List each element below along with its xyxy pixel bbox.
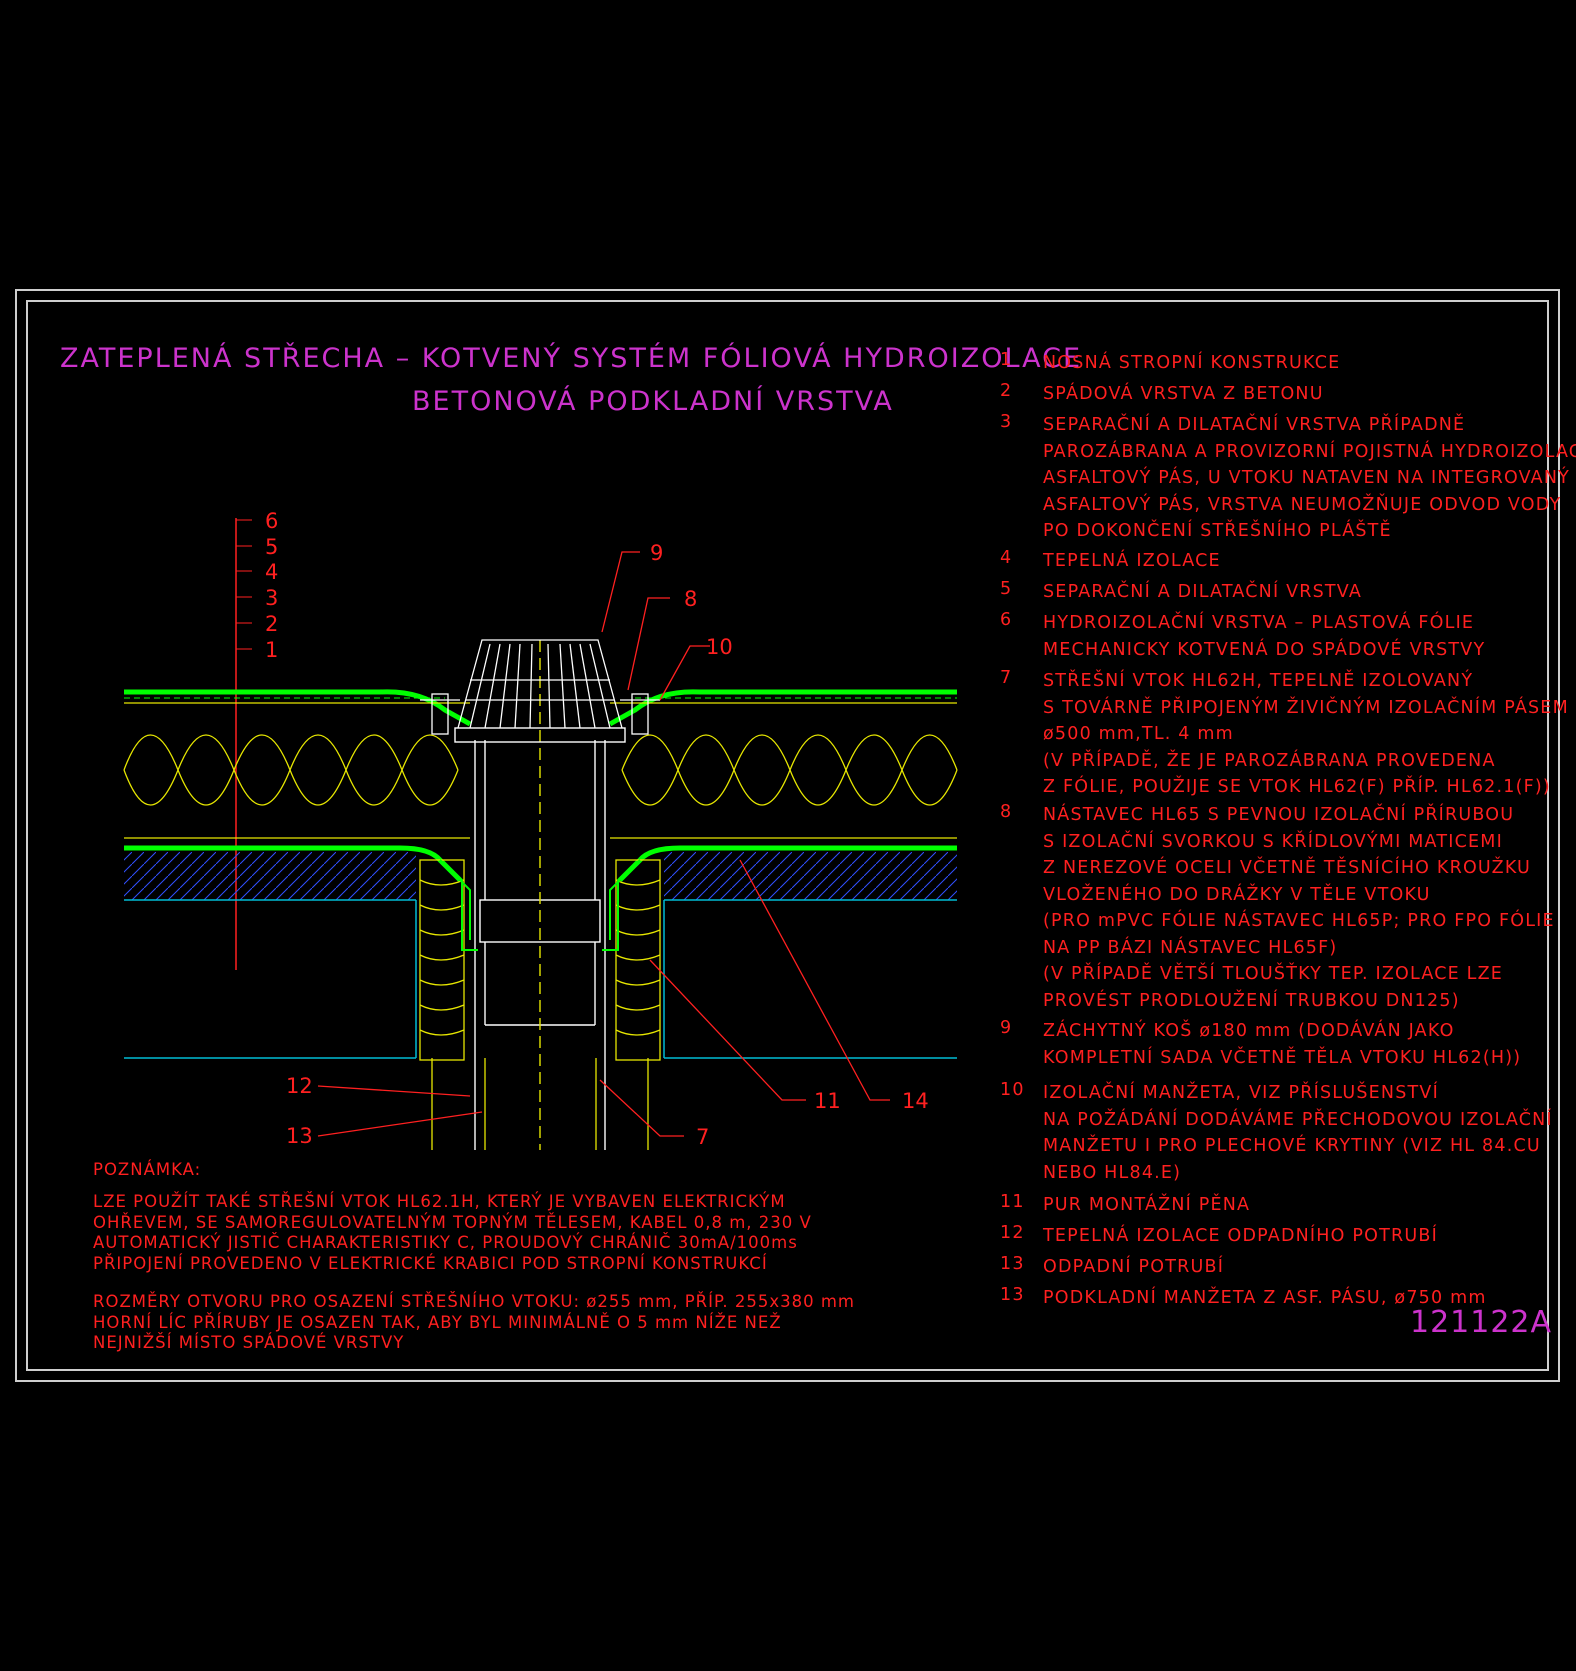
legend-line: Z FÓLIE, POUŽIJE SE VTOK HL62(F) PŘÍP. H… [1043, 777, 1551, 797]
legend-line: S IZOLAČNÍ SVORKOU S KŘÍDLOVÝMI MATICEMI [1043, 831, 1503, 852]
legend-line: NOSNÁ STROPNÍ KONSTRUKCE [1043, 353, 1341, 373]
layer-scale: 6 5 4 3 2 1 [235, 509, 278, 970]
note-line: OHŘEVEM, SE SAMOREGULOVATELNÝM TOPNÝM TĚ… [93, 1212, 812, 1232]
legend-line: HYDROIZOLAČNÍ VRSTVA – PLASTOVÁ FÓLIE [1043, 613, 1475, 633]
legend-line: NA PP BÁZI NÁSTAVEC HL65F) [1043, 937, 1338, 958]
legend-line: PROVÉST PRODLOUŽENÍ TRUBKOU DN125) [1043, 990, 1460, 1011]
legend-line: NÁSTAVEC HL65 S PEVNOU IZOLAČNÍ PŘÍRUBOU [1043, 805, 1515, 825]
layer-label-3: 3 [265, 586, 278, 610]
callout-8: 8 [684, 587, 697, 611]
note-line: LZE POUŽÍT TAKÉ STŘEŠNÍ VTOK HL62.1H, KT… [93, 1192, 786, 1211]
layer-label-2: 2 [265, 612, 278, 636]
note-paragraph-1: LZE POUŽÍT TAKÉ STŘEŠNÍ VTOK HL62.1H, KT… [93, 1192, 812, 1274]
note-line: NEJNIŽŠÍ MÍSTO SPÁDOVÉ VRSTVY [93, 1333, 405, 1352]
legend-line: ODPADNÍ POTRUBÍ [1043, 1257, 1225, 1277]
legend-line: (V PŘÍPADĚ, ŽE JE PAROZÁBRANA PROVEDENA [1043, 750, 1496, 771]
legend-number: 13 [1000, 1285, 1025, 1305]
note-line: PŘIPOJENÍ PROVEDENO V ELEKTRICKÉ KRABICI… [93, 1253, 768, 1273]
legend-line: (PRO mPVC FÓLIE NÁSTAVEC HL65P; PRO FPO … [1043, 911, 1555, 931]
callout-10: 10 [706, 635, 733, 659]
legend-line: STŘEŠNÍ VTOK HL62H, TEPELNĚ IZOLOVANÝ [1043, 671, 1474, 691]
drawing-title-line-2: BETONOVÁ PODKLADNÍ VRSTVA [412, 386, 894, 417]
legend-line: IZOLAČNÍ MANŽETA, VIZ PŘÍSLUŠENSTVÍ [1043, 1083, 1439, 1103]
legend-number: 2 [1000, 381, 1013, 401]
note-paragraph-2: ROZMĚRY OTVORU PRO OSAZENÍ STŘEŠNÍHO VTO… [93, 1292, 855, 1354]
legend-line: ASFALTOVÝ PÁS, U VTOKU NATAVEN NA INTEGR… [1043, 468, 1571, 488]
pipe-insulation [419, 859, 661, 1150]
drawing-frame-outer [15, 289, 1560, 1382]
callout-14: 14 [902, 1089, 929, 1113]
legend-number: 4 [1000, 548, 1013, 568]
legend-number: 3 [1000, 412, 1013, 432]
drawing-title-line-1: ZATEPLENÁ STŘECHA – KOTVENÝ SYSTÉM FÓLIO… [60, 343, 1083, 374]
concrete-slope-layer [124, 852, 957, 1059]
note-line: HORNÍ LÍC PŘÍRUBY JE OSAZEN TAK, ABY BYL… [93, 1312, 782, 1332]
callout-13: 13 [286, 1124, 313, 1148]
legend-number: 1 [1000, 350, 1013, 370]
legend-number: 7 [1000, 668, 1013, 688]
legend-number: 13 [1000, 1254, 1025, 1274]
legend-line: KOMPLETNÍ SADA VČETNĚ TĚLA VTOKU HL62(H)… [1043, 1047, 1522, 1068]
gravel-guard-basket [457, 639, 623, 729]
legend-line: ø500 mm,TL. 4 mm [1043, 724, 1234, 744]
thermal-insulation [123, 702, 958, 839]
legend-number: 5 [1000, 579, 1013, 599]
callout-12: 12 [286, 1074, 313, 1098]
legend-number: 12 [1000, 1223, 1025, 1243]
legend-line: NEBO HL84.E) [1043, 1162, 1182, 1183]
note-heading: POZNÁMKA: [93, 1160, 202, 1179]
legend-line: (V PŘÍPADĚ VĚTŠÍ TLOUŠŤKY TEP. IZOLACE L… [1043, 964, 1504, 984]
layer-label-4: 4 [265, 560, 278, 584]
callout-11: 11 [814, 1089, 841, 1113]
layer-label-6: 6 [265, 509, 278, 533]
legend-line: ASFALTOVÝ PÁS, VRSTVA NEUMOŽŇUJE ODVOD V… [1043, 494, 1562, 515]
legend-line: ZÁCHYTNÝ KOŠ ø180 mm (DODÁVÁN JAKO [1043, 1021, 1455, 1041]
legend-line: NA POŽÁDÁNÍ DODÁVÁME PŘECHODOVOU IZOLAČN… [1043, 1109, 1553, 1130]
legend-line: SEPARAČNÍ A DILATAČNÍ VRSTVA PŘÍPADNĚ [1043, 415, 1466, 435]
legend-line: SPÁDOVÁ VRSTVA Z BETONU [1043, 384, 1324, 404]
callout-7: 7 [696, 1125, 709, 1149]
callout-9: 9 [650, 541, 663, 565]
legend-line: PO DOKONČENÍ STŘEŠNÍHO PLÁŠTĚ [1043, 521, 1392, 541]
legend-line: MANŽETU I PRO PLECHOVÉ KRYTINY (VIZ HL 8… [1043, 1136, 1541, 1156]
legend-line: SEPARAČNÍ A DILATAČNÍ VRSTVA [1043, 582, 1363, 602]
layer-label-1: 1 [265, 638, 278, 662]
legend-line: PUR MONTÁŽNÍ PĚNA [1043, 1195, 1251, 1215]
legend-line: PODKLADNÍ MANŽETA Z ASF. PÁSU, ø750 mm [1043, 1288, 1487, 1308]
callout-leaders [317, 551, 890, 1137]
legend-number: 8 [1000, 802, 1013, 822]
legend-line: PAROZÁBRANA A PROVIZORNÍ POJISTNÁ HYDROI… [1043, 441, 1576, 462]
layer-label-5: 5 [265, 535, 278, 559]
legend-line: MECHANICKY KOTVENÁ DO SPÁDOVÉ VRSTVY [1043, 639, 1486, 660]
legend-line: TEPELNÁ IZOLACE [1043, 551, 1221, 571]
legend-line: S TOVÁRNĚ PŘIPOJENÝM ŽIVIČNÝM IZOLAČNÍM … [1043, 697, 1569, 718]
drain-flange [439, 859, 641, 951]
legend-number: 6 [1000, 610, 1013, 630]
roof-drain-body [454, 640, 626, 1150]
wing-nuts [420, 693, 660, 735]
legend-number: 9 [1000, 1018, 1013, 1038]
legend-number: 11 [1000, 1192, 1025, 1212]
drawing-frame-inner [26, 300, 1549, 1371]
legend-number: 10 [1000, 1080, 1025, 1100]
legend-line: TEPELNÁ IZOLACE ODPADNÍHO POTRUBÍ [1043, 1226, 1438, 1246]
legend-line: Z NEREZOVÉ OCELI VČETNĚ TĚSNÍCÍHO KROUŽK… [1043, 858, 1532, 878]
drawing-number: 121122A [1410, 1305, 1553, 1340]
waterproofing-membrane [124, 689, 957, 727]
note-line: ROZMĚRY OTVORU PRO OSAZENÍ STŘEŠNÍHO VTO… [93, 1292, 856, 1311]
note-line: AUTOMATICKÝ JISTIČ CHARAKTERISTIKY C, PR… [93, 1233, 798, 1252]
legend-line: VLOŽENÉHO DO DRÁŽKY V TĚLE VTOKU [1043, 884, 1431, 905]
